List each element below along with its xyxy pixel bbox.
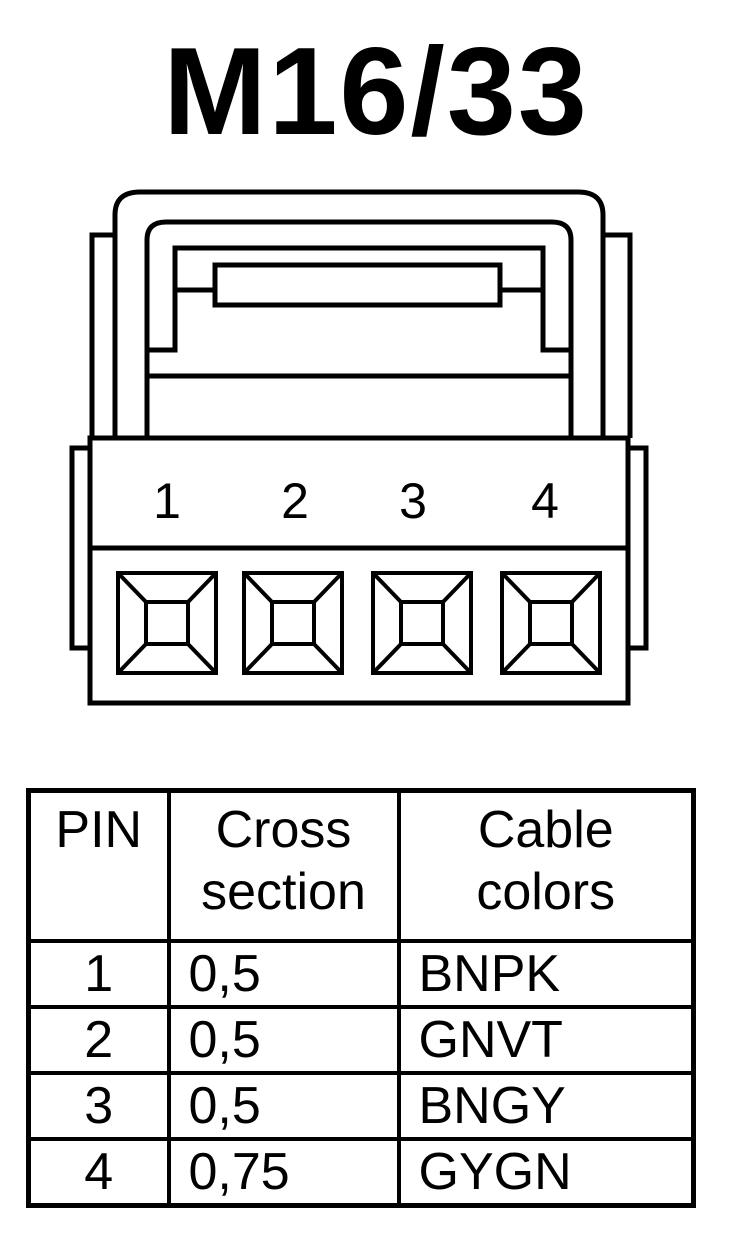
pin-cavity-1 (116, 571, 218, 675)
table-row: 2 0,5 GNVT (26, 1005, 696, 1075)
pin-cavity-4 (500, 571, 602, 675)
cell-cross-section: 0,75 (166, 1137, 401, 1208)
right-side-wall (603, 232, 633, 438)
latch-outer-outline (112, 189, 606, 438)
cell-cross-section: 0,5 (166, 1071, 401, 1141)
table-row: 1 0,5 BNPK (26, 939, 696, 1009)
diagram-title: M16/33 (163, 23, 589, 161)
header-cross-section: Cross section (166, 788, 401, 943)
pin-label-4: 4 (531, 473, 559, 529)
pin-label-2: 2 (281, 473, 309, 529)
left-side-tab (69, 445, 93, 651)
header-cable-colors: Cable colors (396, 788, 696, 943)
locking-bar (212, 262, 503, 308)
pin-cavity-2 (242, 571, 344, 675)
cell-pin: 1 (26, 939, 171, 1009)
pin-cavity-3 (371, 571, 473, 675)
cell-cross-section: 0,5 (166, 1005, 401, 1075)
table-header-row: PIN Cross section Cable colors (26, 788, 696, 943)
table-row: 4 0,75 GYGN (26, 1137, 696, 1208)
inner-frame-outline (147, 245, 571, 353)
cell-pin: 4 (26, 1137, 171, 1208)
table-row: 3 0,5 BNGY (26, 1071, 696, 1141)
cell-cross-section: 0,5 (166, 939, 401, 1009)
cell-cable-colors: GYGN (396, 1137, 696, 1208)
pin-label-1: 1 (153, 473, 181, 529)
pin-label-3: 3 (399, 473, 427, 529)
cell-pin: 2 (26, 1005, 171, 1075)
right-side-tab (625, 445, 649, 651)
cell-cable-colors: BNPK (396, 939, 696, 1009)
pin-assignment-table: PIN Cross section Cable colors 1 0,5 BNP… (26, 788, 696, 1208)
cell-pin: 3 (26, 1071, 171, 1141)
latch-inner-outline (144, 219, 574, 438)
connector-drawing: 1 2 3 4 (69, 189, 649, 706)
cell-cable-colors: BNGY (396, 1071, 696, 1141)
left-side-wall (89, 232, 115, 438)
cell-cable-colors: GNVT (396, 1005, 696, 1075)
header-pin: PIN (26, 788, 171, 943)
